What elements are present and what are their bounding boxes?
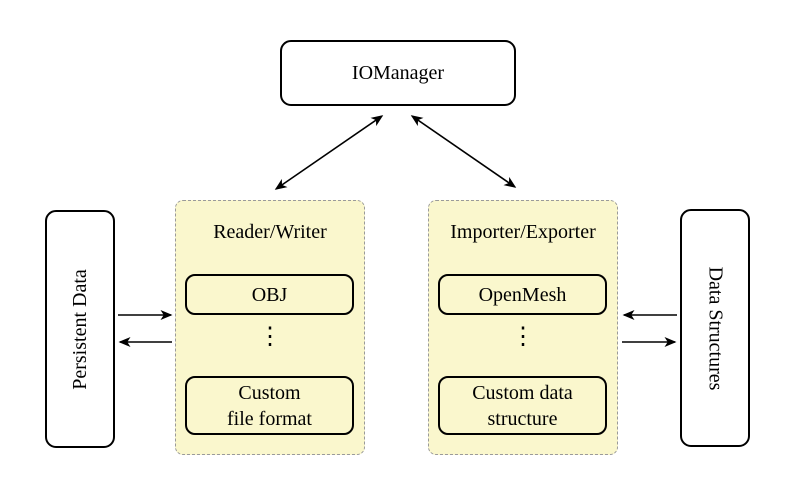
node-data-structures-label: Data Structures [704, 266, 727, 390]
panel-reader-writer: Reader/Writer OBJ ⋮ Custom file format [175, 200, 365, 455]
node-openmesh: OpenMesh [438, 274, 607, 315]
node-persistent-data: Persistent Data [45, 210, 115, 448]
node-persistent-data-label: Persistent Data [68, 268, 91, 390]
node-custom-data-structure-label: Custom data structure [472, 381, 573, 430]
arrow-iomanager-reader-writer [274, 115, 384, 190]
node-obj: OBJ [185, 274, 354, 315]
node-iomanager: IOManager [280, 40, 516, 106]
node-openmesh-label: OpenMesh [478, 283, 567, 306]
arrow-iomanager-importer-exporter [410, 115, 517, 188]
node-custom-file-format: Custom file format [185, 376, 354, 435]
node-data-structures: Data Structures [680, 209, 750, 447]
panel-importer-exporter-title: Importer/Exporter [450, 221, 596, 243]
node-custom-data-structure: Custom data structure [438, 376, 607, 435]
reader-writer-ellipsis: ⋮ [258, 324, 282, 350]
importer-exporter-ellipsis: ⋮ [511, 324, 535, 350]
panel-reader-writer-title: Reader/Writer [213, 221, 327, 243]
node-custom-file-format-label: Custom file format [227, 381, 312, 430]
node-iomanager-label: IOManager [351, 61, 445, 84]
panel-importer-exporter: Importer/Exporter OpenMesh ⋮ Custom data… [428, 200, 618, 455]
node-obj-label: OBJ [251, 283, 288, 306]
